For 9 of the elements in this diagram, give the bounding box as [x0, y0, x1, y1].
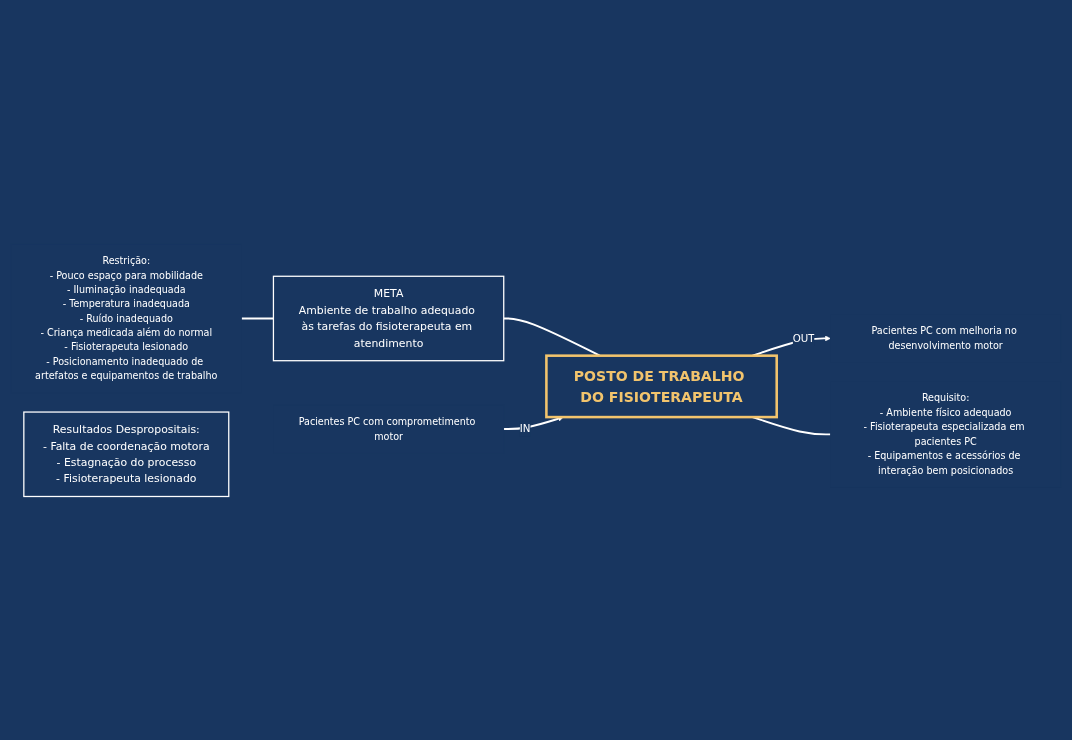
edge-label: OUT	[792, 331, 815, 344]
node-text: Pacientes PC com melhoria no desenvolvimento motor	[871, 324, 1017, 351]
node-box: Resultados Despropositais: - Falta de coordenação motora - Estagnação do processo - Fisioterapeuta lesionado	[23, 411, 230, 497]
node-box: META Ambiente de trabalho adequado às tarefas do fisioterapeuta em atendimento	[272, 275, 505, 362]
node-text: Requisito: - Ambiente físico adequado - Fisioterapeuta especializada em pacientes PC - Equipamentos e acessórios de interação bem posicionados	[863, 392, 1025, 476]
node-text: Pacientes PC com comprometimento motor	[298, 415, 476, 442]
node-text: Restrição: - Pouco espaço para mobilidade - Iluminação inadequada - Temperatura inadequada - Ruído inadequado - Criança medicada além do normal - Fisioterapeuta lesionado - Posicionamento inadequado de artefatos e equipamentos de trabalho	[35, 254, 218, 382]
edge-label: IN	[519, 422, 531, 435]
node-box: POSTO DE TRABALHO DO FISIOTERAPEUTA	[545, 354, 778, 419]
